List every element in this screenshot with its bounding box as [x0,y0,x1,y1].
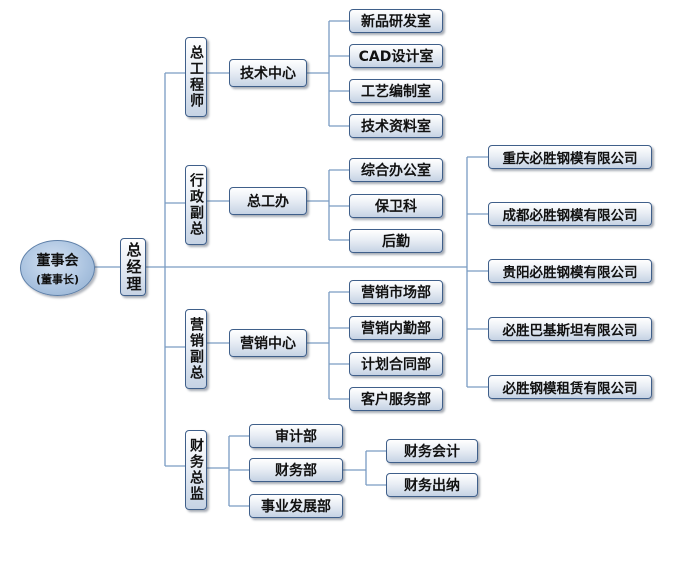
dept-node: CAD设计室 [349,44,443,68]
sales-center-node: 营销中心 [229,329,307,357]
company-node: 成都必胜钢模有限公司 [488,202,652,226]
tech-center-node: 技术中心 [229,59,307,87]
dept-node: 财务部 [249,458,343,482]
dept-node: 工艺编制室 [349,79,443,103]
dept-node: 综合办公室 [349,158,443,182]
general-manager-node: 总经理 [120,238,146,296]
dept-node: 保卫科 [349,194,443,218]
dept-node: 后勤 [349,229,443,253]
chief-engineer-node: 总工程师 [185,37,207,117]
dept-node: 技术资料室 [349,114,443,138]
dept-node: 事业发展部 [249,494,343,518]
dept-node: 营销市场部 [349,280,443,304]
chief-office-node: 总工办 [229,187,307,215]
finance-director-node: 财务总监 [185,430,207,510]
sub-dept-node: 财务会计 [386,439,478,463]
dept-node: 客户服务部 [349,387,443,411]
chairman-node: 董事会 (董事长) [20,240,95,296]
chairman-subtitle: (董事长) [35,272,80,286]
admin-vp-node: 行政副总 [185,165,207,245]
dept-node: 新品研发室 [349,9,443,33]
sub-dept-node: 财务出纳 [386,473,478,497]
company-node: 必胜巴基斯坦有限公司 [488,317,652,341]
chairman-title: 董事会 [36,252,79,269]
dept-node: 审计部 [249,424,343,448]
dept-node: 营销内勤部 [349,316,443,340]
company-node: 贵阳必胜钢模有限公司 [488,259,652,283]
company-node: 重庆必胜钢模有限公司 [488,145,652,169]
sales-vp-node: 营销副总 [185,309,207,389]
company-node: 必胜钢模租赁有限公司 [488,375,652,399]
dept-node: 计划合同部 [349,352,443,376]
